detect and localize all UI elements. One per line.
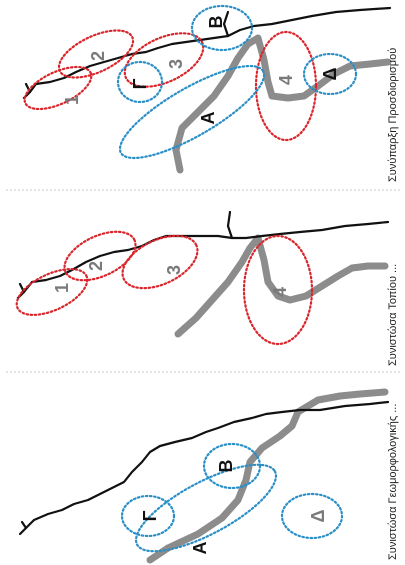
top-label-G: Γ: [130, 78, 150, 89]
bottom-label-A: Α: [190, 542, 210, 555]
middle-gray-road: [174, 234, 389, 338]
middle-ellipse-2: [63, 230, 137, 282]
middle-ellipse-4: [242, 234, 314, 346]
caption-middle: Συνιστώσα Τοπίου ...: [387, 264, 399, 366]
bottom-black-road-fork: [18, 520, 28, 536]
middle-label-3: 3: [164, 265, 184, 275]
top-ellipse-A: [118, 64, 266, 160]
middle-label-1: 1: [52, 283, 72, 293]
top-label-A: Α: [198, 112, 218, 125]
bottom-ellipse-G: [120, 494, 176, 538]
top-gray-road-tail: [172, 146, 184, 174]
caption-bottom: Συνιστώσα Γεωμορφολογικής ...: [387, 404, 399, 560]
top-label-3: 3: [166, 59, 186, 69]
top-ellipse-1: [23, 65, 93, 111]
top-gray-road: [172, 34, 392, 154]
caption-top: Συνύπαρξη Προσδιορισμού: [387, 48, 399, 182]
bottom-label-G: Γ: [140, 510, 160, 521]
middle-label-4: 4: [270, 287, 290, 297]
top-ellipse-G: [116, 60, 164, 104]
middle-ellipse-3: [121, 234, 199, 290]
middle-ellipse-1: [15, 268, 89, 316]
band-bottom: Α Β Γ Δ: [18, 388, 390, 564]
band-top: 1 2 3 4 Α Β Γ Δ: [22, 4, 392, 174]
top-label-4: 4: [276, 75, 296, 85]
band-middle: 1 2 3 4: [15, 210, 390, 346]
bottom-ellipse-D: [280, 492, 344, 540]
top-label-1: 1: [62, 95, 82, 105]
top-ellipse-4: [254, 30, 318, 142]
bottom-label-B: Β: [216, 460, 236, 473]
bottom-gray-road: [164, 388, 389, 552]
top-label-B: Β: [206, 16, 226, 29]
top-ellipse-3: [123, 32, 205, 88]
top-black-road: [28, 6, 392, 94]
bottom-ellipse-B: [202, 442, 262, 490]
top-ellipse-D: [302, 52, 358, 96]
bottom-ellipse-A: [134, 463, 278, 553]
top-label-D: Δ: [320, 67, 340, 80]
middle-label-2: 2: [86, 261, 106, 271]
top-ellipse-B: [190, 4, 254, 52]
bottom-black-road: [24, 400, 390, 530]
bottom-label-D: Δ: [308, 509, 328, 522]
top-label-2: 2: [88, 51, 108, 61]
middle-black-road-fork: [16, 210, 234, 300]
top-ellipse-2: [57, 29, 135, 79]
